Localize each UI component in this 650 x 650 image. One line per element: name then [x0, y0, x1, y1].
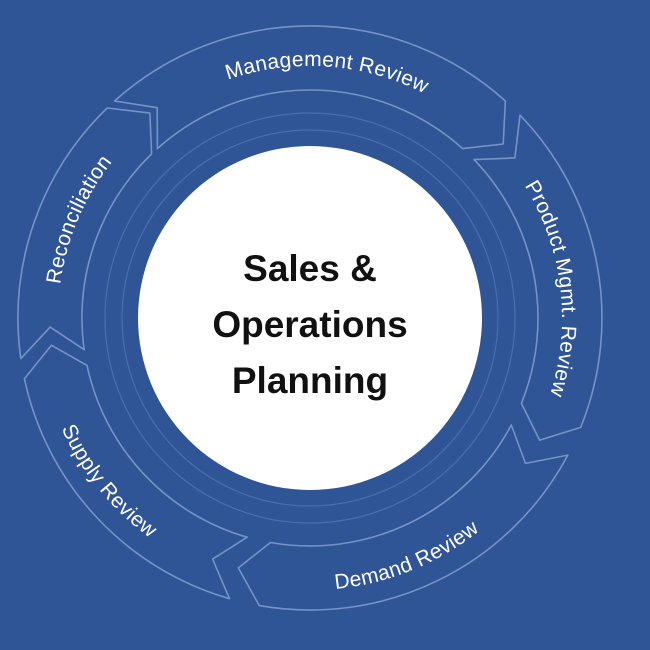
inner-ring-outer — [104, 112, 516, 524]
center-title-line-1: Sales & — [243, 248, 377, 289]
segment-label-demand-review: Demand Review — [333, 516, 483, 594]
segment-supply-review[interactable] — [23, 344, 248, 600]
center-disc — [138, 146, 482, 490]
segment-label-supply-review: Supply Review — [57, 421, 162, 543]
center-title-line-2: Operations — [212, 304, 407, 345]
center-title-line-3: Planning — [232, 360, 388, 401]
segment-label-product-mgmt-review: Product Mgmt. Review — [520, 176, 580, 400]
segment-product-mgmt-review[interactable] — [473, 114, 603, 441]
segment-reconciliation[interactable] — [17, 107, 153, 360]
segment-demand-review[interactable] — [237, 424, 569, 611]
segment-management-review[interactable] — [113, 25, 507, 150]
inner-ring-inner — [121, 129, 499, 507]
